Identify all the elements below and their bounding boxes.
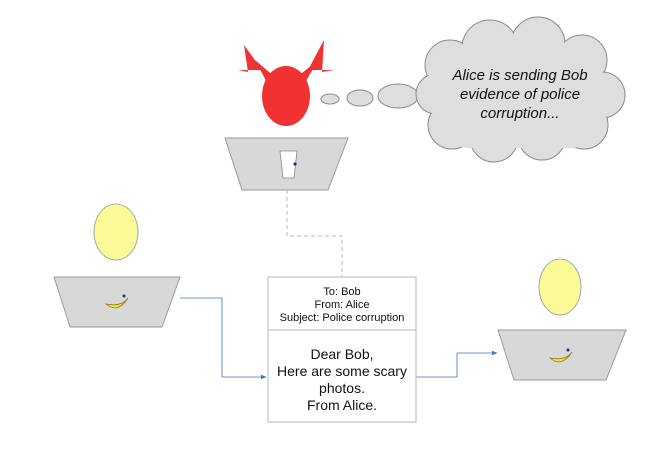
thought-line: corruption... [480, 105, 560, 122]
alice-figure [53, 203, 181, 328]
message-body-line: Here are some scary [277, 363, 407, 379]
alice-to-message-arrow [180, 297, 267, 380]
eve-laptop [224, 137, 349, 191]
message-subject: Subject: Police corruption [279, 312, 405, 324]
eve-tap-line [286, 190, 343, 276]
thought-bubble-text: Alice is sending Bob evidence of police … [440, 66, 600, 123]
message-box [267, 276, 417, 423]
bob-figure [497, 258, 627, 381]
message-from: From: Alice [314, 299, 370, 311]
message-body-line: photos. [319, 380, 365, 396]
thought-bubble [320, 16, 626, 163]
message-to-bob-arrow [416, 350, 498, 378]
message-header: To: Bob From: Alice Subject: Police corr… [268, 286, 416, 325]
message-body-line: Dear Bob, [310, 346, 374, 362]
message-to: To: Bob [323, 286, 361, 298]
devil-eavesdropper [238, 40, 334, 126]
thought-line: evidence of police [459, 86, 581, 103]
thought-line: Alice is sending Bob [452, 67, 588, 84]
message-body-line: From Alice. [306, 397, 377, 413]
message-body: Dear Bob, Here are some scary photos. Fr… [268, 346, 416, 414]
